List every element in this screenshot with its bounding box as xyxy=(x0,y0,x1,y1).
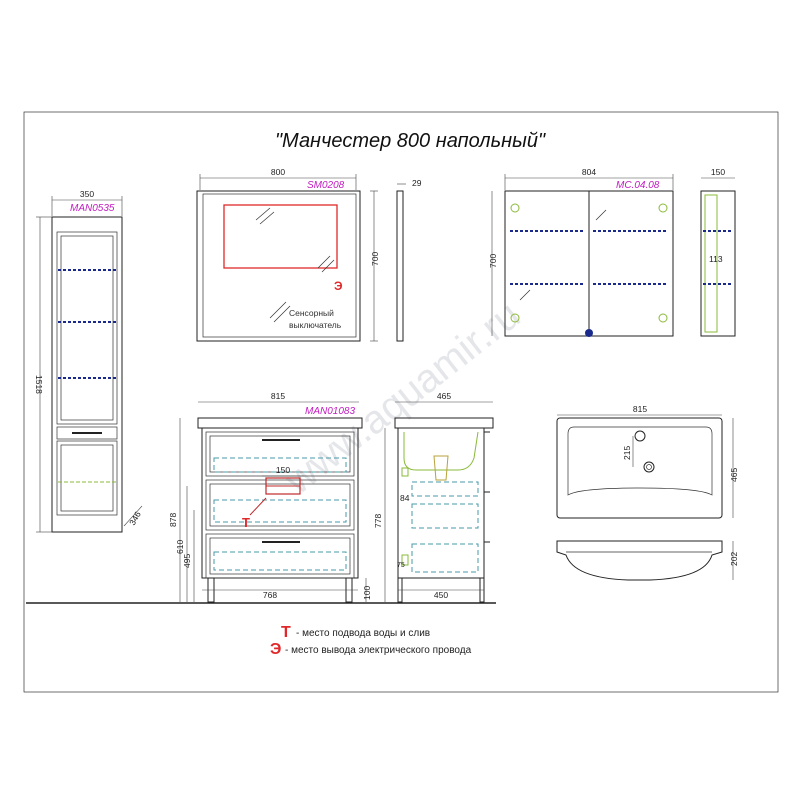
vanity-front-drawing: 815 MAN01083 150 Т 768 878 610 495 100 xyxy=(168,391,372,603)
cabinet-side xyxy=(700,190,736,337)
cabinet-code-label: MC.04.08 xyxy=(616,180,660,191)
mirror-cabinet-drawing: 804 MC.04.08 700 150 113 xyxy=(488,167,736,337)
sink-side-body xyxy=(556,540,723,581)
vanity-side-body xyxy=(397,427,485,579)
vanity-side-bottom-depth-label: 450 xyxy=(434,590,448,600)
legend-text-electric: - место вывода электрического провода xyxy=(285,645,472,656)
vanity-inlet-width-label: 150 xyxy=(276,465,290,475)
vanity-side-height-label: 778 xyxy=(373,514,383,528)
vanity-code-label: MAN01083 xyxy=(305,406,355,417)
mirror-switch-label-2: выключатель xyxy=(289,320,342,330)
mirror-body xyxy=(196,190,361,342)
vanity-drawer-bottom xyxy=(205,533,355,579)
cabinet-height-label: 700 xyxy=(488,254,498,268)
mirror-side xyxy=(396,190,404,342)
column-depth-label: 346 xyxy=(127,509,143,527)
vanity-h495-label: 495 xyxy=(182,554,192,568)
legend-text-water: - место подвода воды и слив xyxy=(296,628,430,639)
vanity-side-drawing: 465 778 84 75 450 xyxy=(373,391,494,603)
sink-height-label: 202 xyxy=(729,552,739,566)
sink-side-drawing: 202 xyxy=(556,540,739,581)
column-body xyxy=(51,216,123,533)
page-title: "Манчестер 800 напольный" xyxy=(275,130,546,152)
sink-basin xyxy=(567,426,713,496)
vanity-top-width-label: 815 xyxy=(271,391,285,401)
column-code-label: MAN0535 xyxy=(70,203,115,214)
mirror-drawing: 800 SM0208 Э Сенсорный выключатель 700 2… xyxy=(196,167,422,342)
vanity-side-top-depth-label: 465 xyxy=(437,391,451,401)
cabinet-shelf-label: 113 xyxy=(709,254,723,264)
mirror-outlet-mark: Э xyxy=(334,279,343,293)
sink-width-label: 815 xyxy=(633,404,647,414)
mirror-switch-label-1: Сенсорный xyxy=(289,308,334,318)
vanity-inlet-mark: Т xyxy=(242,515,250,530)
sink-top-body xyxy=(556,417,723,519)
mirror-thickness-label: 29 xyxy=(412,178,422,188)
legend: Т - место подвода воды и слив Э - место … xyxy=(270,624,472,658)
vanity-bottom-width-label: 768 xyxy=(263,590,277,600)
sink-depth-label: 465 xyxy=(729,468,739,482)
column-height-label: 1518 xyxy=(34,375,44,394)
column-drawing: 350 MAN0535 1518 346 xyxy=(34,189,143,533)
vanity-h610-label: 610 xyxy=(175,540,185,554)
mirror-width-label: 800 xyxy=(271,167,285,177)
vanity-height-label: 878 xyxy=(168,513,178,527)
vanity-side-inner-label: 84 xyxy=(400,493,410,503)
column-width-label: 350 xyxy=(80,189,94,199)
mirror-led-panel xyxy=(223,204,338,269)
mirror-height-label: 700 xyxy=(370,252,380,266)
sink-drain xyxy=(643,461,655,473)
vanity-side-small-label: 75 xyxy=(397,562,405,569)
cabinet-width-label: 804 xyxy=(582,167,596,177)
legend-mark-water: Т xyxy=(281,624,291,641)
sink-faucet-hole xyxy=(634,430,646,442)
cabinet-depth-label: 150 xyxy=(711,167,725,177)
sink-top-drawing: 815 215 465 xyxy=(556,404,739,519)
frame-border xyxy=(23,111,779,693)
vanity-drawer-middle xyxy=(205,479,355,531)
sink-offset-label: 215 xyxy=(622,446,632,460)
legend-mark-electric: Э xyxy=(270,641,281,658)
vanity-legs-label: 100 xyxy=(362,586,372,600)
mirror-code-label: SM0208 xyxy=(307,180,345,191)
